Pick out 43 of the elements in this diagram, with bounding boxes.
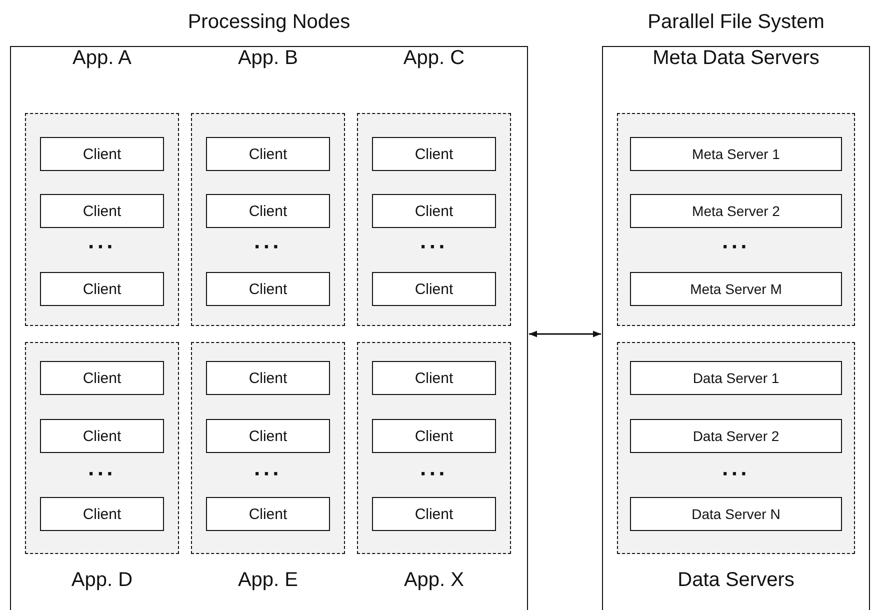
server-box: Data Server 2: [630, 419, 842, 453]
ellipsis-label: ···: [721, 237, 751, 257]
double-arrow: [529, 330, 601, 338]
client-box: Client: [40, 497, 164, 531]
group-heading: Meta Data Servers: [652, 46, 820, 71]
client-box: Client: [206, 419, 330, 453]
client-box: Client: [40, 194, 164, 228]
client-box: Client: [372, 497, 496, 531]
client-box: Client: [206, 194, 330, 228]
ellipsis-label: ···: [721, 464, 751, 484]
client-box: Client: [372, 194, 496, 228]
client-box: Client: [372, 272, 496, 306]
group-heading: App. D: [70, 568, 134, 593]
ellipsis-label: ···: [87, 237, 117, 257]
client-box: Client: [206, 497, 330, 531]
client-box: Client: [40, 137, 164, 171]
server-box: Meta Server 1: [630, 137, 842, 171]
section-title: Parallel File System: [646, 10, 826, 35]
client-box: Client: [372, 419, 496, 453]
server-box: Meta Server 2: [630, 194, 842, 228]
server-box: Meta Server M: [630, 272, 842, 306]
group-heading: Data Servers: [676, 568, 796, 593]
client-box: Client: [206, 361, 330, 395]
group-heading: App. X: [402, 568, 466, 593]
client-box: Client: [206, 272, 330, 306]
client-box: Client: [40, 272, 164, 306]
client-box: Client: [206, 137, 330, 171]
ellipsis-label: ···: [87, 464, 117, 484]
ellipsis-label: ···: [253, 237, 283, 257]
group-heading: App. E: [236, 568, 300, 593]
group-heading: App. B: [236, 46, 300, 71]
section-title: Processing Nodes: [186, 10, 352, 35]
ellipsis-label: ···: [253, 464, 283, 484]
server-box: Data Server 1: [630, 361, 842, 395]
client-box: Client: [372, 361, 496, 395]
server-box: Data Server N: [630, 497, 842, 531]
client-box: Client: [372, 137, 496, 171]
client-box: Client: [40, 361, 164, 395]
client-box: Client: [40, 419, 164, 453]
ellipsis-label: ···: [419, 464, 449, 484]
group-heading: App. A: [72, 46, 132, 71]
group-heading: App. C: [402, 46, 466, 71]
ellipsis-label: ···: [419, 237, 449, 257]
